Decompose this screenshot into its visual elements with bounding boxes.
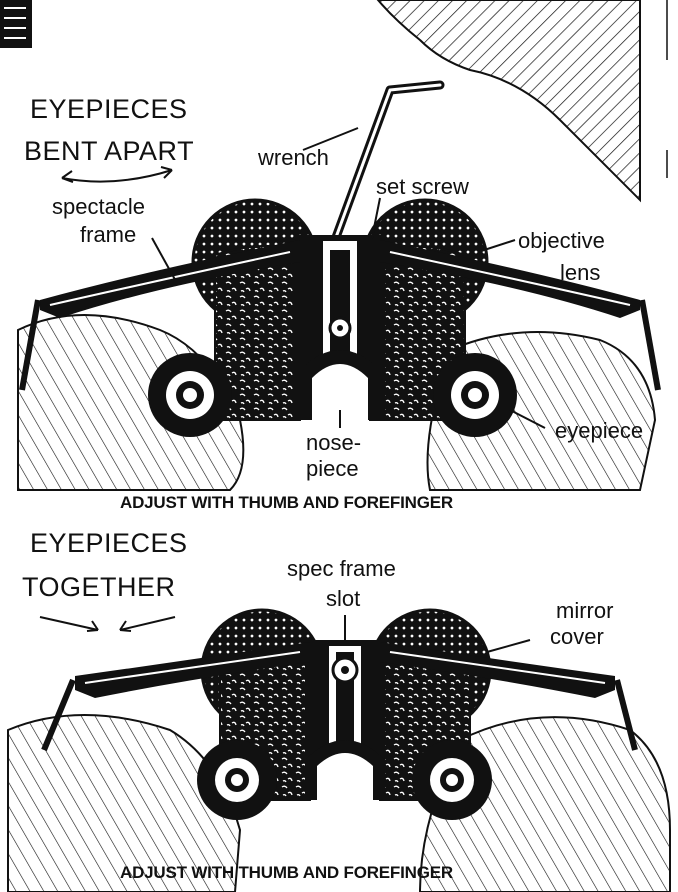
top-heading-line2: BENT APART [24,138,194,165]
mirror-cover-label-1: mirror [556,600,613,622]
nosepiece-label-1: nose- [306,432,361,454]
corner-badge-icon [0,0,32,48]
wrench-label: wrench [258,147,329,169]
eyepiece-label: eyepiece [555,420,643,442]
mirror-cover-label-2: cover [550,626,604,648]
top-hand-upper [378,0,640,200]
bottom-heading-line1: EYEPIECES [30,530,188,557]
top-caption: ADJUST WITH THUMB AND FOREFINGER [120,494,453,511]
spec-frame-slot-label-1: spec frame [287,558,396,580]
together-arrows-icon [40,617,175,631]
spec-frame-slot-label-2: slot [326,588,360,610]
nosepiece-label-2: piece [306,458,359,480]
bottom-caption: ADJUST WITH THUMB AND FOREFINGER [120,864,453,881]
set-screw-label: set screw [376,176,469,198]
spectacle-frame-label-2: frame [80,224,136,246]
bent-apart-arrows-icon [62,167,172,182]
objective-lens-label-2: lens [560,262,600,284]
objective-lens-label-1: objective [518,230,605,252]
spectacle-frame-label-1: spectacle [52,196,145,218]
bottom-heading-line2: TOGETHER [22,574,176,601]
top-heading-line1: EYEPIECES [30,96,188,123]
